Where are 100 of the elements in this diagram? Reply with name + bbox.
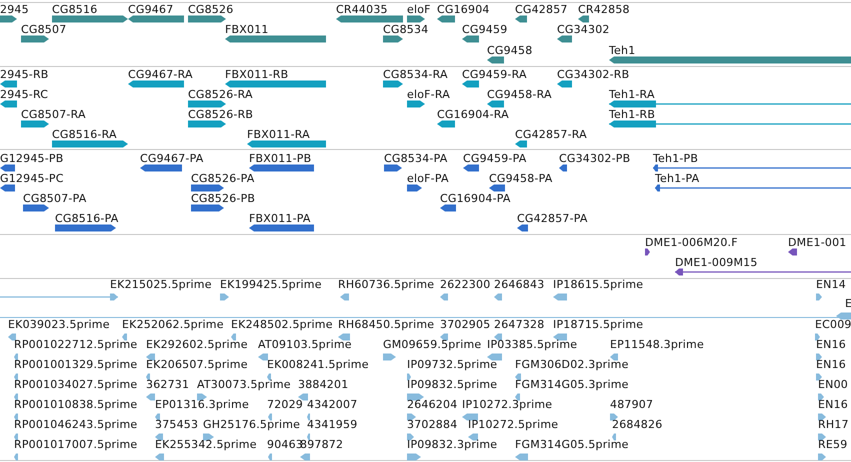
feature-label: 2646204 [407, 398, 458, 411]
feature-label: 2622300 [440, 278, 490, 291]
feature-label: eloF-PA [407, 172, 449, 185]
feature-label: FGM314G05.3prime [515, 378, 629, 391]
feature-label: Teh1 [609, 44, 636, 57]
feature-label: EK039023.5prime [8, 318, 110, 331]
feature-label: CG8534-PA [384, 152, 448, 165]
feature-label: CG9458-PA [489, 172, 552, 185]
feature-label: CG9459 [462, 23, 508, 36]
feature-label: Teh1-RB [609, 108, 656, 121]
feature-label: CG9467-PA [140, 152, 204, 165]
feature-label: CG9459-RA [462, 68, 527, 81]
feature-label: 3702905 [440, 318, 490, 331]
feature-label: CG8507-RA [21, 108, 86, 121]
feature-label: 3702884 [407, 418, 458, 431]
feature-label: EK008241.5prime [267, 358, 369, 371]
feature-label: IP09832.5prime [407, 378, 498, 391]
feature-label: CG8507 [21, 23, 66, 36]
feature-label: EN16 [818, 398, 848, 411]
feature-label: CG34302 [557, 23, 610, 36]
feature-label: 90463 [267, 438, 303, 451]
feature-label: 72029 [267, 398, 303, 411]
feature-label: EC009 [815, 318, 851, 331]
feature-label: RH17 [818, 418, 849, 431]
feature-label: CG8526 [188, 3, 234, 16]
feature-label: CG9458 [487, 44, 532, 57]
feature-label: 2647328 [494, 318, 544, 331]
feature-label: DME1-001 [788, 236, 846, 249]
feature-label: CG8534 [383, 23, 428, 36]
feature-label: CG42857 [515, 3, 568, 16]
feature-label: eloF [407, 3, 431, 16]
feature-label: CG9458-RA [487, 88, 552, 101]
feature-label: CG8516 [52, 3, 98, 16]
feature-label: FBX011-RB [225, 68, 288, 81]
feature-label: G12945-PC [0, 172, 64, 185]
feature-label: Teh1-PB [653, 152, 698, 165]
feature-label: FBX011-RA [247, 128, 310, 141]
feature-label: 2684826 [612, 418, 662, 431]
feature-label: CG8526-PB [191, 192, 256, 205]
feature-label: EN16 [816, 338, 846, 351]
feature-label: EK215025.5prime [110, 278, 212, 291]
feature-label: FGM306D02.3prime [515, 358, 629, 371]
feature-label: CG34302-RB [557, 68, 630, 81]
feature-label: CG16904-RA [437, 108, 509, 121]
feature-label: RP001046243.5prime [14, 418, 138, 431]
feature-label: CG34302-PB [559, 152, 630, 165]
feature-label: IP18715.5prime [553, 318, 644, 331]
feature-label: AT09103.5prime [258, 338, 352, 351]
feature-label: FGM314G05.5prime [515, 438, 629, 451]
feature-label: CG8526-RB [188, 108, 254, 121]
feature-label: EK206507.5prime [146, 358, 248, 371]
feature-label: 2945 [0, 3, 29, 16]
feature-label: IP09732.5prime [407, 358, 498, 371]
feature-label: RP001017007.5prime [14, 438, 138, 451]
feature-label: CG8516-RA [52, 128, 117, 141]
feature-label: IP03385.5prime [487, 338, 578, 351]
feature-label: E [845, 297, 851, 310]
feature-label: CG8516-PA [55, 212, 118, 225]
feature-label: eloF-RA [407, 88, 450, 101]
feature-label: CG8534-RA [383, 68, 448, 81]
feature-label: 4342007 [307, 398, 358, 411]
feature-label: CG8526-RA [188, 88, 253, 101]
feature-label: CG9459-PA [463, 152, 526, 165]
feature-label: EK255342.5prime [155, 438, 257, 451]
feature-label: G12945-PB [0, 152, 64, 165]
feature-label: FBX011-PB [249, 152, 312, 165]
feature-label: CG42857-PA [517, 212, 588, 225]
feature-label: 375453 [155, 418, 198, 431]
feature-label: 4341959 [307, 418, 358, 431]
feature-label: EN14 [816, 278, 846, 291]
feature-label: EK292602.5prime [146, 338, 248, 351]
feature-label: EP01316.3prime [155, 398, 249, 411]
feature-label: EK248502.5prime [231, 318, 333, 331]
feature-label: IP10272.3prime [462, 398, 552, 411]
feature-label: RP001010838.5prime [14, 398, 138, 411]
feature-label: 2945-RB [0, 68, 49, 81]
feature-label: CG16904 [437, 3, 490, 16]
feature-label: CG42857-RA [515, 128, 587, 141]
feature-label: FBX011 [225, 23, 269, 36]
feature-label: CR44035 [336, 3, 388, 16]
feature-label: RP001034027.5prime [14, 378, 138, 391]
feature-label: FBX011-PA [249, 212, 311, 225]
feature-label: 2945-RC [0, 88, 48, 101]
feature-label: IP18615.5prime [553, 278, 644, 291]
feature-label: GM09659.5prime [383, 338, 482, 351]
feature-label: Teh1-RA [609, 88, 655, 101]
feature-label: EP11548.3prime [610, 338, 704, 351]
feature-label: RH60736.5prime [338, 278, 434, 291]
feature-label: EK199425.5prime [220, 278, 322, 291]
feature-label: EK252062.5prime [122, 318, 224, 331]
feature-label: IP10272.5prime [468, 418, 558, 431]
feature-label: 3884201 [298, 378, 348, 391]
feature-label: IP09832.3prime [407, 438, 498, 451]
feature-label: AT30073.5prime [197, 378, 291, 391]
feature-label: RH68450.5prime [338, 318, 434, 331]
feature-label: RP001001329.5prime [14, 358, 138, 371]
feature-label: Teh1-PA [655, 172, 700, 185]
feature-label: RP001022712.5prime [14, 338, 138, 351]
feature-label: 2646843 [494, 278, 544, 291]
feature-label: CG16904-PA [440, 192, 511, 205]
